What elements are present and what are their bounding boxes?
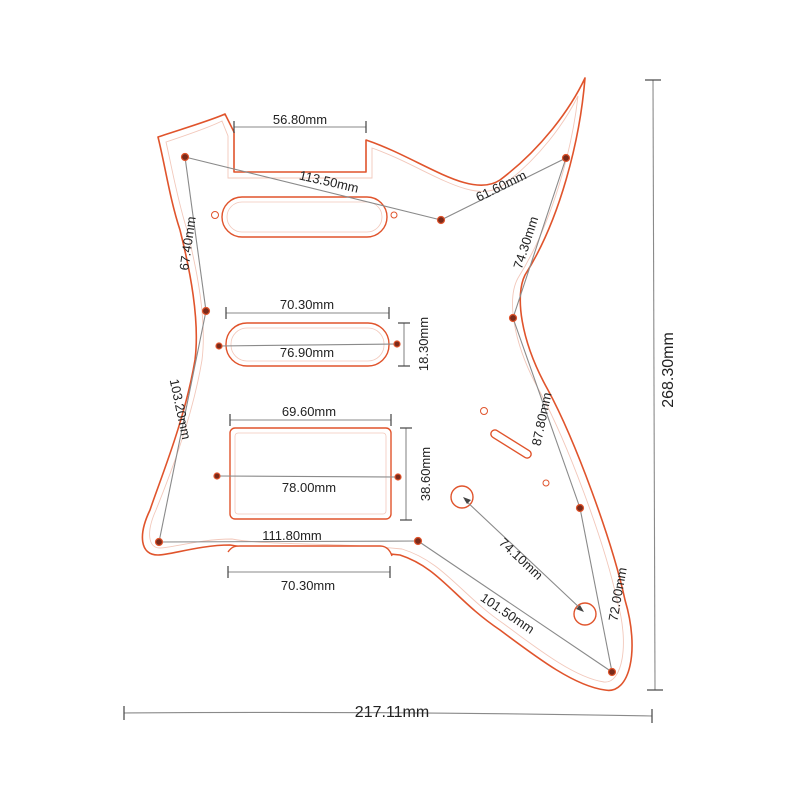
label-bottom-left-span: 111.80mm xyxy=(262,528,322,543)
screw-hole xyxy=(413,536,423,546)
label-neck-pickup-width: 70.30mm xyxy=(280,297,334,312)
screw-hole xyxy=(436,215,446,225)
dim-line xyxy=(512,317,581,509)
dim-line xyxy=(464,499,583,611)
overall-width-line xyxy=(123,711,653,717)
label-overall-width: 217.11mm xyxy=(355,704,429,721)
label-left-upper-span: 67.40mm xyxy=(176,215,198,271)
dim-line xyxy=(184,156,207,312)
screw-hole xyxy=(201,306,211,316)
neck-pickup-cutout-bevel xyxy=(226,201,383,233)
label-top-right-span: 61.60mm xyxy=(473,167,528,204)
pickup-screw-hole xyxy=(213,472,221,480)
label-neck-pickup-height: 18.30mm xyxy=(416,317,431,371)
small-hole xyxy=(542,479,550,487)
dim-line xyxy=(512,157,567,319)
dim-line xyxy=(216,475,399,478)
label-right-lower-span: 72.00mm xyxy=(605,566,629,622)
pickup-screw-hole xyxy=(393,340,401,348)
label-bottom-cutout-width: 70.30mm xyxy=(281,578,335,593)
switch-slot xyxy=(490,429,532,459)
dim-line xyxy=(158,310,207,543)
label-bottom-right-span: 101.50mm xyxy=(478,590,537,637)
label-bridge-pickup-width: 69.60mm xyxy=(282,404,336,419)
dim-line xyxy=(440,157,567,221)
dim-line xyxy=(579,507,613,673)
arrow-head xyxy=(576,605,584,612)
arrow-head xyxy=(463,497,471,504)
pickguard-outline xyxy=(141,77,633,692)
dim-line xyxy=(417,540,613,673)
pickguard-inner-bevel xyxy=(149,95,624,683)
label-neck-pickup-screw-span: 76.90mm xyxy=(280,345,334,360)
bridge-pickup-cutout-bevel xyxy=(234,432,387,515)
neck-pickup-cutout xyxy=(221,196,388,238)
small-hole xyxy=(480,407,488,415)
screw-hole xyxy=(180,152,190,162)
pickup-screw-hole xyxy=(394,473,402,481)
label-bridge-pickup-height: 38.60mm xyxy=(418,447,433,501)
dim-line xyxy=(158,540,419,543)
label-bridge-pickup-screw-span: 78.00mm xyxy=(282,480,336,495)
label-control-span: 74.10mm xyxy=(496,535,546,583)
small-hole xyxy=(211,211,219,219)
pickup-screw-hole xyxy=(215,342,223,350)
dim-line xyxy=(184,156,442,221)
screw-hole xyxy=(508,313,518,323)
bottom-cutout xyxy=(227,545,393,557)
label-right-mid-span: 87.80mm xyxy=(529,391,555,447)
bridge-pickup-cutout xyxy=(229,427,392,520)
small-hole xyxy=(390,211,398,219)
label-neck-pocket-width: 56.80mm xyxy=(273,112,327,127)
screw-hole xyxy=(154,537,164,547)
label-overall-height: 268.30mm xyxy=(660,332,677,408)
screw-hole xyxy=(607,667,617,677)
label-right-upper-span: 74.30mm xyxy=(510,215,541,271)
screw-hole xyxy=(561,153,571,163)
overall-height-line xyxy=(652,79,656,691)
dim-line xyxy=(218,343,398,347)
screw-hole xyxy=(575,503,585,513)
